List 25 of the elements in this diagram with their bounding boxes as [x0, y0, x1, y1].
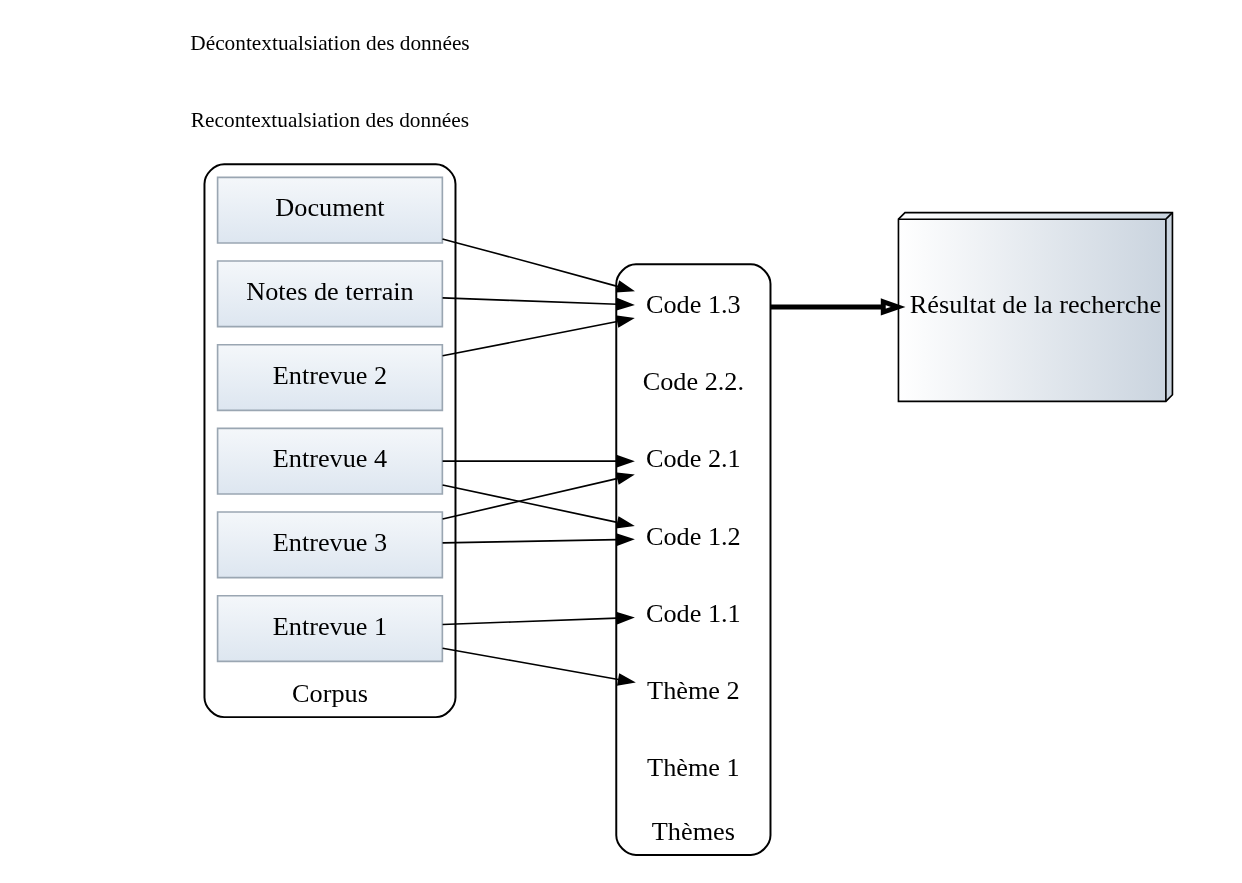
- arrow: [441, 647, 636, 686]
- node-box: Entrevue 2: [216, 343, 444, 412]
- label: Décontextualsiation des données: [190, 31, 470, 56]
- arrow: [441, 484, 635, 529]
- arrow: [441, 297, 635, 311]
- arrow: [441, 611, 635, 626]
- node-text: Thème 1: [647, 752, 740, 782]
- node-text: Thème 2: [647, 675, 740, 705]
- node-box: Document: [216, 176, 444, 244]
- node-box: Entrevue 3: [216, 511, 444, 579]
- node-text: Code 1.1: [646, 598, 741, 628]
- node-box: Notes de terrain: [216, 260, 444, 328]
- label: Recontextualsiation des données: [190, 108, 470, 133]
- arrow: [441, 533, 635, 546]
- arrow: [441, 238, 635, 293]
- node-text: Code 1.2: [646, 521, 741, 551]
- node-text: Code 1.3: [646, 290, 741, 320]
- arrow: [441, 454, 635, 468]
- node-text: Code 2.2.: [642, 367, 745, 397]
- node-text: Code 2.1: [646, 444, 741, 474]
- node-box: Entrevue 1: [216, 594, 444, 663]
- arrow: [441, 472, 635, 520]
- arrow: [770, 298, 906, 316]
- node-box: Entrevue 4: [216, 427, 444, 495]
- arrow: [441, 315, 635, 357]
